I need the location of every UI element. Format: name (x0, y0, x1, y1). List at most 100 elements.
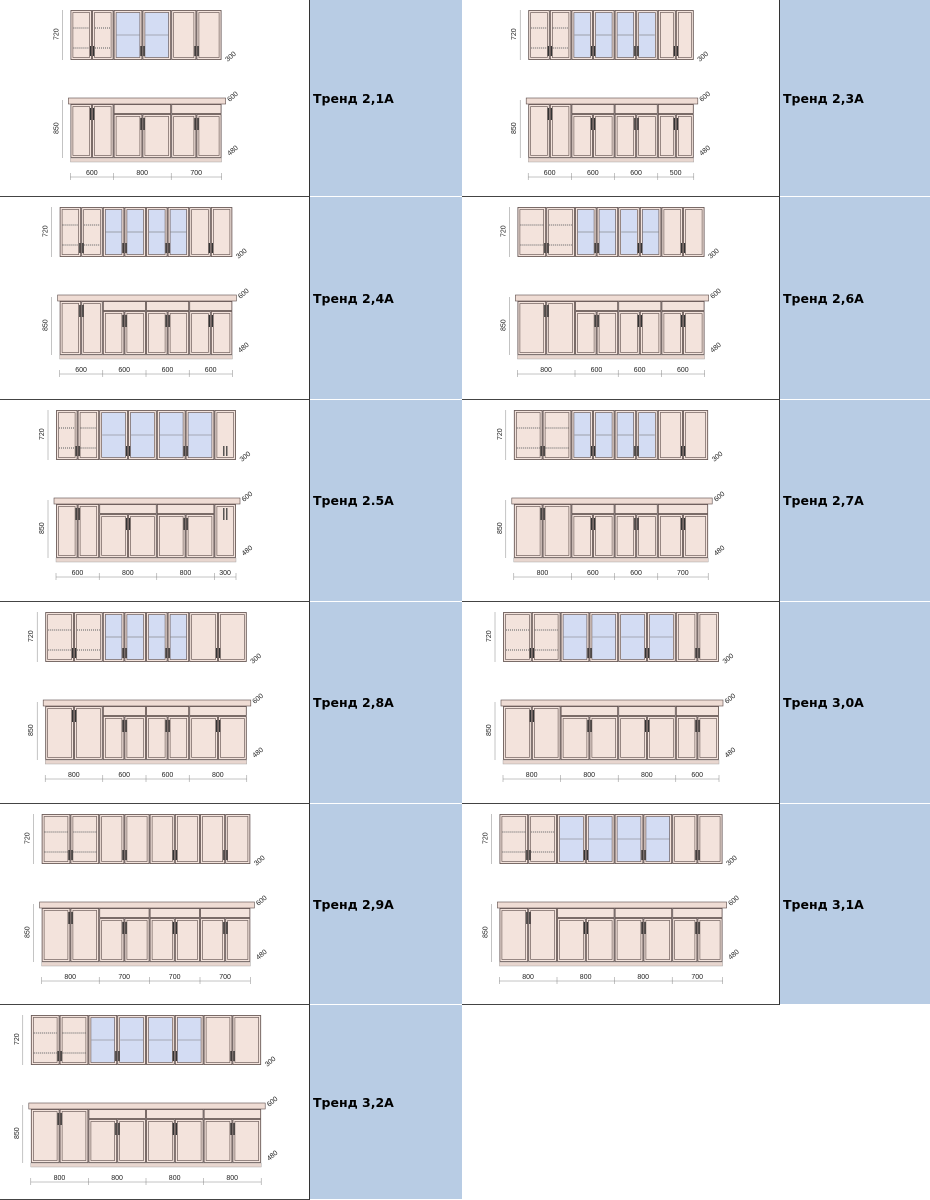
lower-height-label: 850 (53, 122, 60, 134)
handle (698, 922, 700, 934)
kitchen-model-name: Тренд 3,0А (783, 695, 864, 710)
handle (634, 446, 636, 456)
cabinet-door-panel (674, 920, 696, 960)
cabinet-door-panel (234, 1121, 259, 1161)
cabinet-door-panel (227, 816, 249, 862)
handle (183, 446, 185, 456)
cabinet-door-panel (501, 910, 527, 960)
handle (634, 46, 636, 56)
cabinet-door-panel (685, 516, 707, 556)
drawer (614, 504, 658, 514)
cabinet-door-panel (552, 106, 570, 156)
cabinet-door-panel (620, 313, 638, 353)
cabinet-door-panel (148, 313, 166, 353)
cabinet-door-panel (61, 1017, 87, 1063)
module-width-label: 800 (111, 1175, 123, 1182)
module-width-label: 600 (162, 772, 174, 779)
cabinet-door-panel (519, 209, 545, 255)
lower-depth-label: 480 (713, 545, 727, 558)
module-width-label: 800 (54, 1175, 66, 1182)
handle (594, 118, 596, 130)
countertop (42, 699, 252, 707)
handle (594, 243, 596, 253)
countertop (525, 97, 699, 105)
handle (544, 305, 546, 317)
module-width-label: 800 (64, 974, 76, 981)
lower-cabinet (575, 301, 619, 355)
lower-cabinet (614, 504, 658, 558)
handle (681, 315, 683, 327)
handle (695, 922, 697, 934)
handle (641, 922, 643, 934)
cabinet-door-panel (216, 506, 234, 556)
handle (226, 446, 228, 456)
handle (186, 446, 188, 456)
handle (226, 508, 228, 520)
handle (587, 720, 589, 732)
handle (230, 1123, 232, 1135)
upper-cabinet (571, 10, 615, 60)
handle (550, 46, 552, 56)
cabinet-door-panel (177, 920, 198, 960)
handle (526, 850, 528, 860)
cabinet-door-panel (79, 506, 97, 556)
cabinet-door-panel (501, 816, 527, 862)
cabinet-door-panel (678, 12, 692, 58)
counter-depth-label: 600 (724, 693, 738, 706)
lower-height-label: 850 (497, 522, 504, 534)
lower-depth-label: 480 (237, 342, 251, 355)
cabinet-door-panel (534, 708, 559, 758)
handle (676, 118, 678, 130)
cabinet-door-panel (187, 516, 213, 556)
handle (118, 1123, 120, 1135)
upper-cabinet (675, 612, 719, 662)
handle (637, 243, 639, 253)
cabinet-door-panel (202, 920, 224, 960)
cabinet-door-panel (198, 116, 220, 156)
cabinet-door-panel (663, 313, 681, 353)
upper-cabinet (189, 207, 233, 257)
kitchen-model-name: Тренд 2,6А (783, 290, 864, 306)
cabinet-door-panel (638, 116, 656, 156)
handle (591, 518, 593, 530)
handle (68, 850, 70, 860)
upper-depth-label: 300 (239, 451, 253, 464)
cabinet-door-panel (148, 1121, 173, 1161)
module-width-label: 800 (540, 367, 552, 374)
handle (583, 922, 585, 934)
cabinet-door-panel (205, 1017, 231, 1063)
drawer (657, 504, 709, 514)
lower-cabinet (618, 706, 676, 760)
handle (165, 315, 167, 327)
cabinet-door-panel (61, 1111, 87, 1161)
kitchen-label-cell: Тренд 3,2А (310, 1005, 462, 1200)
cabinet-door-panel (595, 516, 613, 556)
lower-cabinet (70, 104, 114, 158)
handle (126, 518, 128, 530)
handle (540, 508, 542, 520)
handle (219, 648, 221, 658)
cabinet-door-panel (58, 506, 76, 556)
lower-height-label: 850 (28, 724, 35, 736)
cabinet-door-panel (191, 614, 216, 660)
lower-depth-label: 480 (709, 342, 723, 355)
cabinet-door-panel (72, 12, 90, 58)
cabinet-door-panel (552, 12, 570, 58)
handle (122, 720, 124, 732)
lower-cabinet (99, 908, 150, 962)
cabinet-door-panel (562, 718, 588, 758)
handle (78, 508, 80, 520)
cabinet-door-panel (32, 1017, 58, 1063)
upper-cabinet (45, 612, 103, 662)
upper-cabinet (618, 612, 676, 662)
upper-cabinet (146, 612, 190, 662)
cabinet-door-panel (58, 412, 76, 458)
handle (60, 1051, 62, 1061)
handle (637, 446, 639, 456)
cabinet-door-panel (126, 816, 148, 862)
upper-height-label: 720 (511, 28, 518, 40)
lower-cabinet (571, 504, 615, 558)
handle (634, 518, 636, 530)
module-width-label: 800 (169, 1175, 181, 1182)
